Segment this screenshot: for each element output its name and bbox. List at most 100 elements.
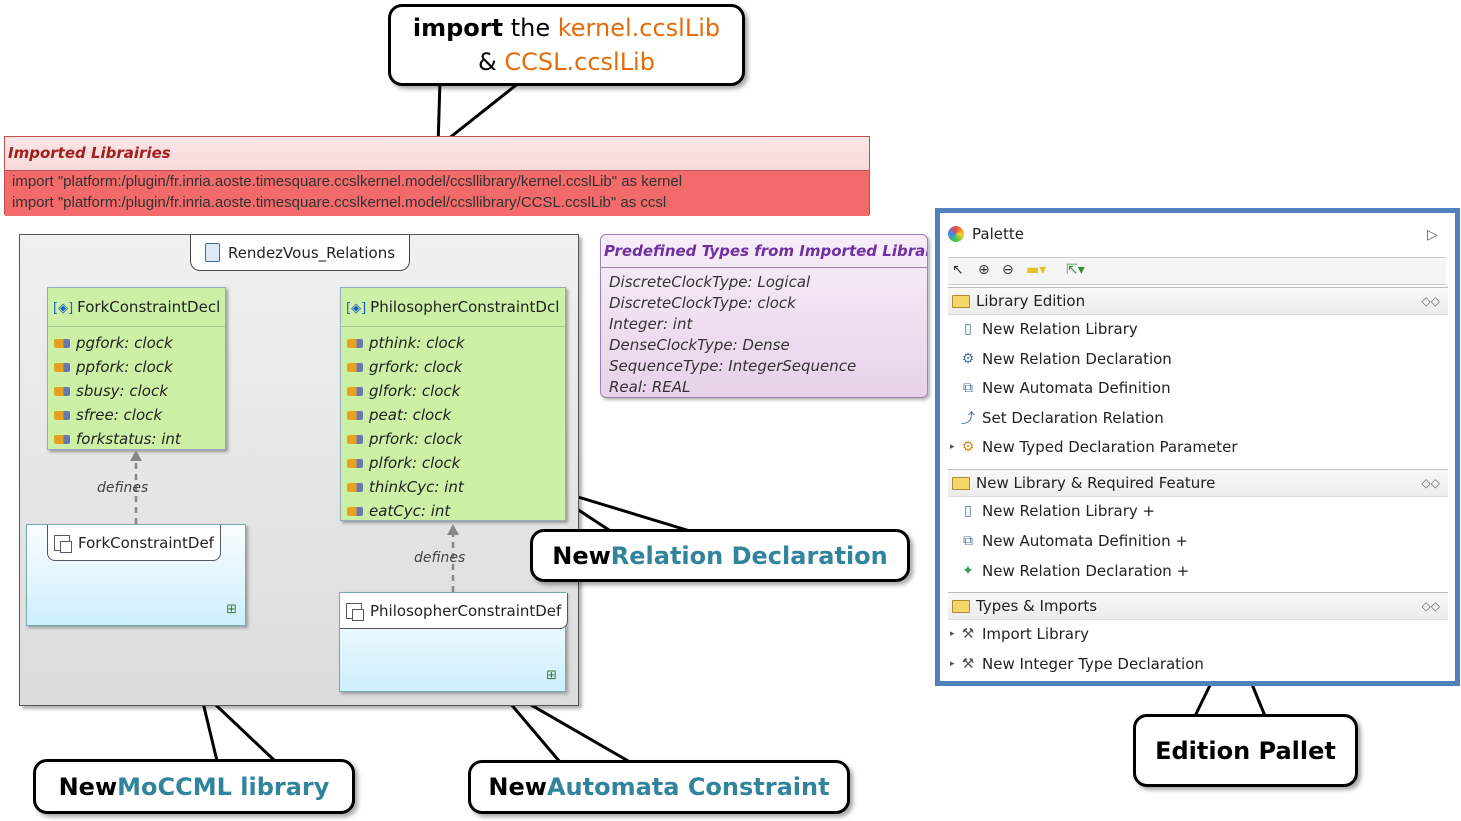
- folder-icon: [952, 599, 970, 613]
- parameter-icon: [347, 459, 363, 468]
- folder-icon: [952, 294, 970, 308]
- zoom-in-icon[interactable]: ⊕: [978, 262, 990, 278]
- parameter-row[interactable]: eatCyc: int: [341, 499, 565, 523]
- moccml-library-callout: New MoCCML library: [33, 759, 355, 814]
- parameter-row[interactable]: sfree: clock: [48, 403, 225, 427]
- palette-toolbar: ↖ ⊕ ⊖ ▬▾ ⇱▾: [948, 257, 1446, 285]
- palette-entry-new-relation-library[interactable]: ▯New Relation Library: [960, 315, 1138, 343]
- def-title-tab: PhilosopherConstraintDef: [340, 593, 569, 629]
- def-title-tab: ForkConstraintDef: [47, 525, 221, 561]
- pin-icon[interactable]: ⇱▾: [1066, 262, 1085, 278]
- declaration-icon: ⚙: [961, 351, 975, 367]
- drawer-new-library-required-feature[interactable]: New Library & Required Feature◇◇: [948, 469, 1448, 497]
- type-line: DenseClockType: Dense: [609, 336, 790, 354]
- palette-entry-new-automata-definition[interactable]: ⧉New Automata Definition: [960, 374, 1171, 402]
- parameter-row[interactable]: thinkCyc: int: [341, 475, 565, 499]
- library-icon: [204, 243, 220, 262]
- hammer-icon: ⚒: [961, 626, 975, 642]
- imported-libraries-header: Imported Librairies: [8, 144, 171, 162]
- hierarchy-icon[interactable]: ⊞: [226, 602, 237, 617]
- type-line: DiscreteClockType: clock: [609, 294, 796, 312]
- parameter-row[interactable]: pgfork: clock: [48, 331, 225, 355]
- parameter-icon: ⚙: [961, 439, 975, 455]
- parameter-row[interactable]: plfork: clock: [341, 451, 565, 475]
- parameter-icon: [54, 339, 70, 348]
- declaration-icon: [◈]: [346, 301, 367, 316]
- library-title[interactable]: RendezVous_Relations: [190, 235, 410, 271]
- select-tool-icon[interactable]: ↖: [952, 262, 964, 278]
- automata-icon: [346, 602, 364, 621]
- relation-declaration-callout: New Relation Declaration: [530, 529, 910, 582]
- type-line: SequenceType: IntegerSequence: [609, 357, 857, 375]
- parameter-icon: [347, 363, 363, 372]
- palette-entry-import-library[interactable]: ▸⚒Import Library: [950, 625, 1089, 643]
- parameter-icon: [347, 507, 363, 516]
- palette-panel[interactable]: Palette ▷ ↖ ⊕ ⊖ ▬▾ ⇱▾ Library Edition◇◇ …: [935, 208, 1460, 686]
- palette-entry-set-declaration-relation[interactable]: ⤴Set Declaration Relation: [961, 409, 1164, 427]
- note-icon[interactable]: ▬▾: [1026, 262, 1047, 278]
- palette-entry-new-relation-declaration[interactable]: ⚙New Relation Declaration: [961, 350, 1172, 368]
- hammer-icon: ⚒: [961, 656, 975, 672]
- pin-icon[interactable]: ◇◇: [1421, 294, 1440, 308]
- drawer-types-imports[interactable]: Types & Imports◇◇: [948, 592, 1448, 620]
- pin-icon[interactable]: ◇◇: [1421, 476, 1440, 490]
- philosopher-constraint-decl[interactable]: [◈]PhilosopherConstraintDcl pthink: cloc…: [340, 287, 566, 521]
- expand-icon[interactable]: ▸: [950, 659, 955, 669]
- star-icon: ✦: [962, 563, 974, 579]
- parameter-icon: [54, 411, 70, 420]
- parameter-row[interactable]: forkstatus: int: [48, 427, 225, 451]
- parameter-row[interactable]: pthink: clock: [341, 331, 565, 355]
- collapse-arrow-icon[interactable]: ▷: [1427, 227, 1438, 243]
- defines-label: defines: [414, 550, 466, 566]
- expand-icon[interactable]: ▸: [950, 442, 955, 452]
- import-line[interactable]: import "platform:/plugin/fr.inria.aoste.…: [12, 173, 683, 190]
- automata-icon: ⧉: [963, 533, 973, 549]
- parameter-row[interactable]: ppfork: clock: [48, 355, 225, 379]
- type-line: DiscreteClockType: Logical: [609, 273, 811, 291]
- edition-pallet-callout: Edition Pallet: [1133, 714, 1358, 787]
- parameter-row[interactable]: prfork: clock: [341, 427, 565, 451]
- type-line: Real: REAL: [609, 378, 691, 396]
- palette-entry-new-relation-library-plus[interactable]: ▯New Relation Library +: [960, 497, 1155, 525]
- automata-icon: ⧉: [963, 380, 973, 396]
- library-icon: ▯: [964, 503, 972, 519]
- palette-title: Palette: [948, 225, 1024, 243]
- palette-entry-new-typed-declaration-parameter[interactable]: ▸⚙New Typed Declaration Parameter: [950, 438, 1238, 456]
- parameter-row[interactable]: grfork: clock: [341, 355, 565, 379]
- parameter-row[interactable]: glfork: clock: [341, 379, 565, 403]
- defines-label: defines: [97, 480, 149, 496]
- declaration-icon: [◈]: [53, 301, 74, 316]
- zoom-out-icon[interactable]: ⊖: [1002, 262, 1014, 278]
- philosopher-constraint-def[interactable]: PhilosopherConstraintDef ⊞: [339, 592, 569, 692]
- predefined-types-header: Predefined Types from Imported Librairie…: [601, 235, 927, 268]
- type-line: Integer: int: [609, 315, 693, 333]
- parameter-icon: [54, 387, 70, 396]
- expand-icon[interactable]: ▸: [950, 629, 955, 639]
- library-icon: ▯: [964, 321, 972, 337]
- automata-constraint-callout: New Automata Constraint: [468, 760, 850, 814]
- parameter-icon: [54, 435, 70, 444]
- fork-constraint-def[interactable]: ForkConstraintDef ⊞: [26, 524, 246, 626]
- hierarchy-icon[interactable]: ⊞: [546, 668, 557, 683]
- palette-entry-new-integer-type-declaration[interactable]: ▸⚒New Integer Type Declaration: [950, 655, 1204, 673]
- parameter-icon: [347, 435, 363, 444]
- imported-libraries-compartment[interactable]: Imported Librairies import "platform:/pl…: [4, 136, 870, 216]
- parameter-icon: [347, 411, 363, 420]
- fork-constraint-decl[interactable]: [◈]ForkConstraintDecl pgfork: clock ppfo…: [47, 287, 226, 450]
- parameter-icon: [347, 339, 363, 348]
- parameter-icon: [347, 483, 363, 492]
- parameter-row[interactable]: peat: clock: [341, 403, 565, 427]
- parameter-icon: [347, 387, 363, 396]
- import-line[interactable]: import "platform:/plugin/fr.inria.aoste.…: [12, 194, 667, 211]
- palette-entry-new-relation-declaration-plus[interactable]: ✦New Relation Declaration +: [960, 557, 1189, 585]
- import-callout: import the kernel.ccslLib & CCSL.ccslLib: [388, 4, 745, 86]
- pin-icon[interactable]: ◇◇: [1421, 599, 1440, 613]
- palette-entry-new-automata-definition-plus[interactable]: ⧉New Automata Definition +: [960, 527, 1188, 555]
- parameter-row[interactable]: sbusy: clock: [48, 379, 225, 403]
- folder-icon: [952, 476, 970, 490]
- automata-icon: [54, 534, 72, 553]
- palette-icon: [948, 226, 964, 242]
- predefined-types-box[interactable]: Predefined Types from Imported Librairie…: [600, 234, 928, 398]
- drawer-library-edition[interactable]: Library Edition◇◇: [948, 287, 1448, 315]
